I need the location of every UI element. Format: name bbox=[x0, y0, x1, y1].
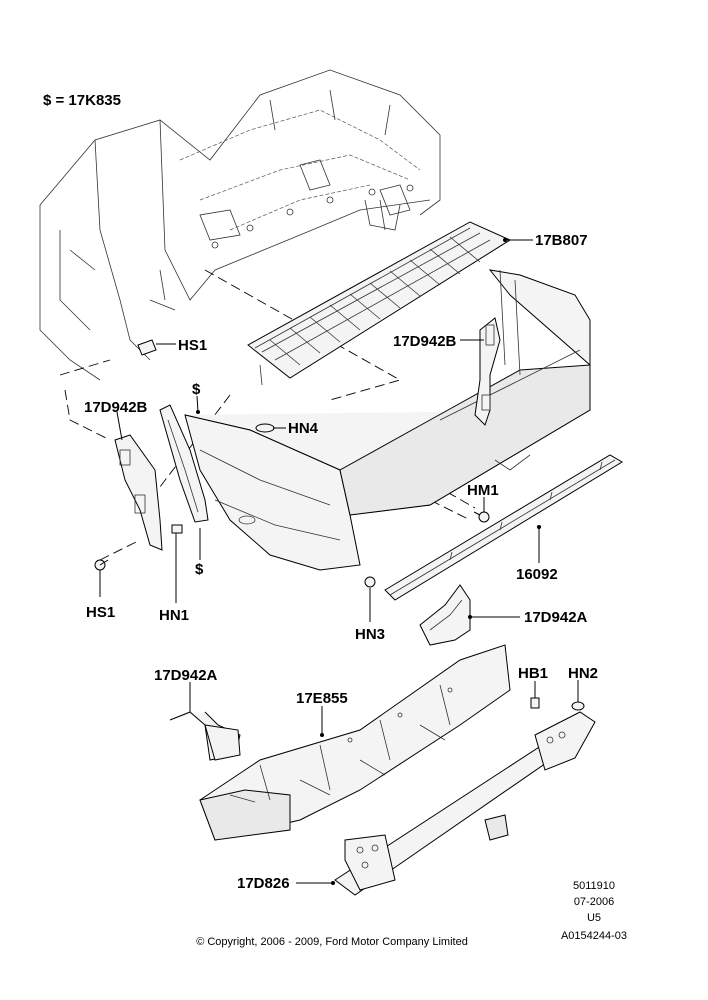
scuff-plate-17B807 bbox=[247, 221, 512, 386]
callout-hn1: HN1 bbox=[159, 607, 189, 624]
leader-lines bbox=[99, 238, 579, 885]
callout-17D942A-right: 17D942A bbox=[524, 609, 588, 626]
callout-hs1-bottom: HS1 bbox=[86, 604, 115, 621]
meta-ref: A0154244-03 bbox=[561, 930, 627, 942]
bracket-17D942B-left bbox=[114, 434, 163, 551]
callout-hs1-top: HS1 bbox=[178, 337, 207, 354]
bracket-17D942A-left bbox=[169, 711, 241, 761]
meta-rev: U5 bbox=[587, 912, 601, 924]
meta-date: 07-2006 bbox=[574, 896, 614, 908]
bracket-17D942A-right bbox=[419, 584, 471, 646]
vehicle-body-outline bbox=[39, 69, 441, 381]
callout-hn2: HN2 bbox=[568, 665, 598, 682]
hm1-fastener bbox=[478, 511, 490, 523]
hb1-fastener bbox=[530, 697, 540, 709]
hn2-fastener bbox=[571, 701, 585, 711]
hs1-top-fastener bbox=[137, 339, 157, 356]
reinforcement-17K835 bbox=[159, 404, 209, 523]
hn3-fastener bbox=[364, 576, 376, 588]
hn1-fastener bbox=[171, 524, 183, 534]
callout-dollar-lower: $ bbox=[195, 561, 204, 578]
tow-bar-17D826 bbox=[334, 711, 596, 896]
callout-17D826: 17D826 bbox=[237, 875, 290, 892]
fasteners bbox=[94, 339, 585, 711]
callout-17D942B-right: 17D942B bbox=[393, 333, 457, 350]
callout-17B807: 17B807 bbox=[535, 232, 588, 249]
bracket-17D942B-right bbox=[474, 317, 501, 426]
callout-17E855: 17E855 bbox=[296, 690, 348, 707]
meta-code: 5011910 bbox=[573, 880, 615, 892]
callout-dollar-upper: $ bbox=[192, 381, 201, 398]
bumper-cover bbox=[184, 269, 591, 571]
hn4-fastener bbox=[255, 423, 275, 433]
legend-text: $ = 17K835 bbox=[43, 92, 121, 109]
callout-16092: 16092 bbox=[516, 566, 558, 583]
callout-17D942B-left: 17D942B bbox=[84, 399, 148, 416]
callout-hn3: HN3 bbox=[355, 626, 385, 643]
callout-hn4: HN4 bbox=[288, 420, 319, 437]
callout-17D942A-left: 17D942A bbox=[154, 667, 218, 684]
moulding-16092 bbox=[384, 454, 623, 601]
absorber-17E855 bbox=[199, 644, 511, 841]
copyright-text: © Copyright, 2006 - 2009, Ford Motor Com… bbox=[196, 936, 468, 948]
callout-hm1: HM1 bbox=[467, 482, 499, 499]
callout-hb1: HB1 bbox=[518, 665, 548, 682]
